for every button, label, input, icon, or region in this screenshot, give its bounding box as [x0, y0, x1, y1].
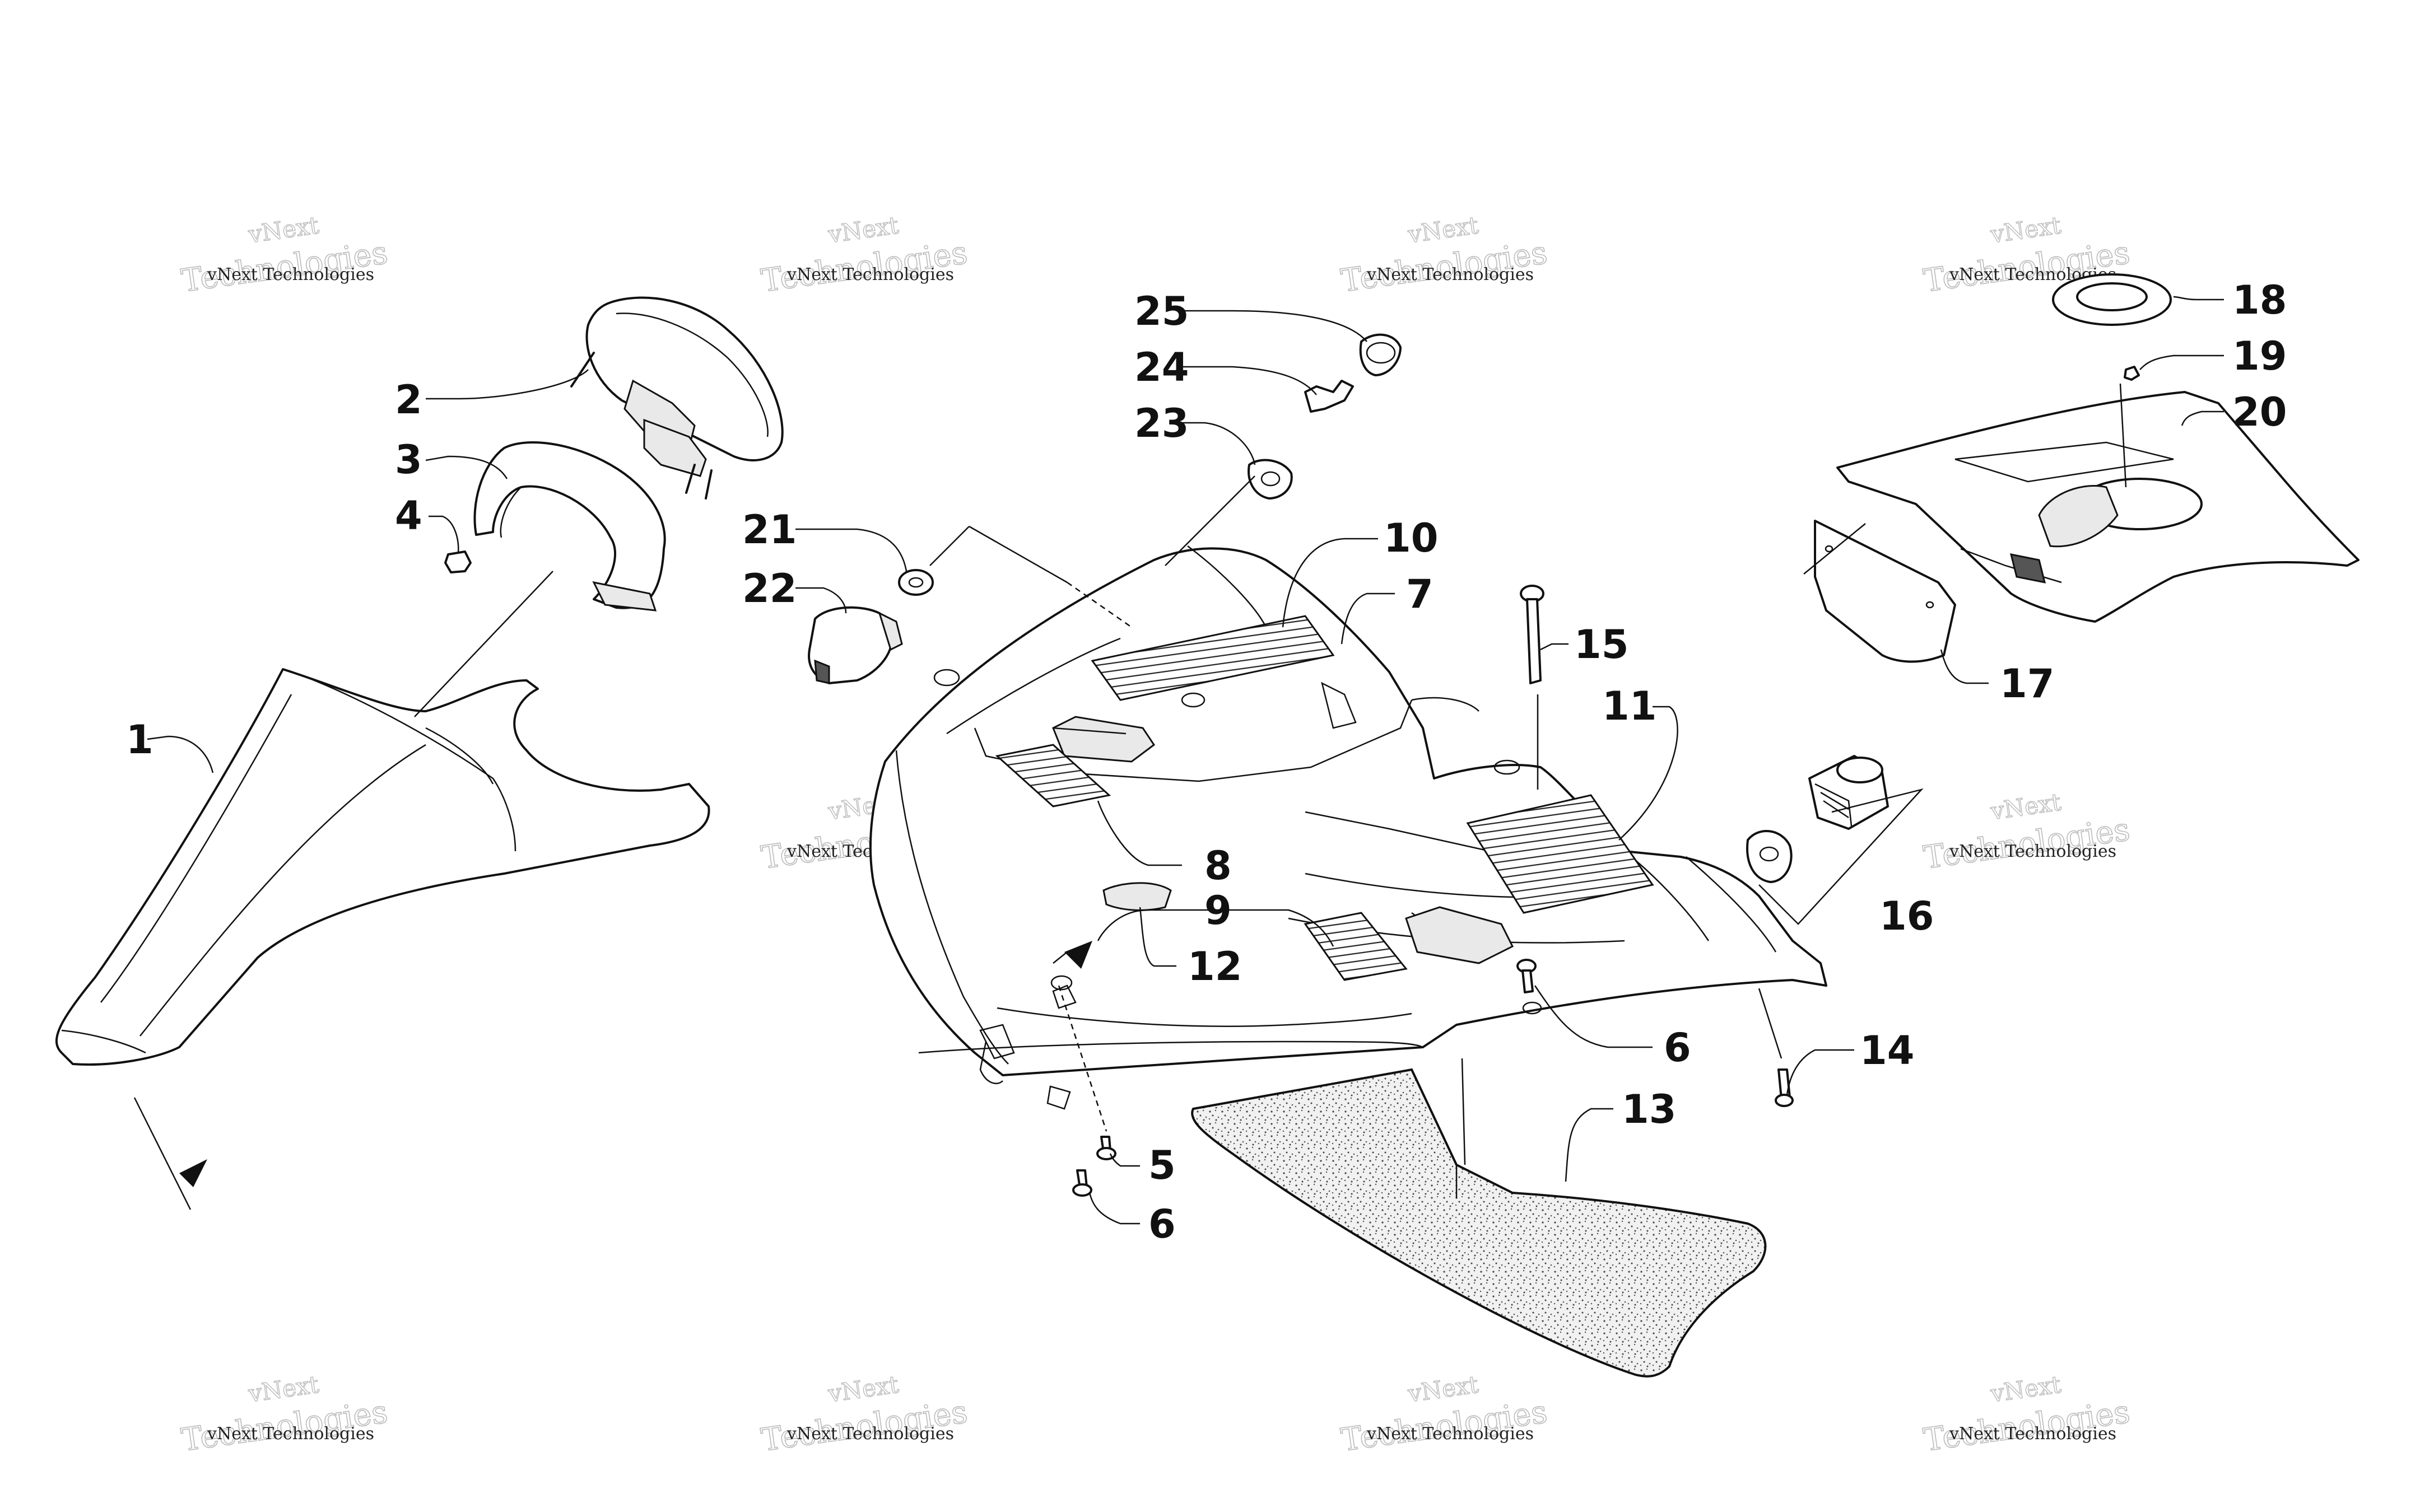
callout-5: 5 [1148, 1142, 1176, 1188]
callout-leaders [147, 296, 2224, 1225]
watermark-vnext: vNext [246, 211, 321, 248]
watermark-vnext: vNext [826, 1370, 901, 1407]
part-19-fastener [2124, 366, 2140, 381]
callout-20: 20 [2232, 389, 2287, 435]
watermark-vnext: vNext [1989, 211, 2063, 248]
part-23-nut [1248, 459, 1293, 500]
part-17-panel [1814, 520, 1956, 663]
part-1-front-hood [55, 668, 710, 1066]
callout-22: 22 [742, 566, 797, 612]
callout-11: 11 [1602, 683, 1656, 729]
part-6-screw-bottom [1072, 1169, 1092, 1197]
watermark-small-text: vNext Technologies [1949, 1424, 2116, 1444]
callout-12: 12 [1188, 944, 1242, 990]
callout-labels: 1 2 3 4 5 6 6 7 8 9 10 11 12 13 14 15 16… [126, 277, 2287, 1247]
callout-14: 14 [1860, 1028, 1914, 1074]
callout-21: 21 [742, 507, 797, 553]
assembly-lines [133, 383, 2127, 1210]
watermark-small-text: vNext Technologies [787, 1424, 954, 1444]
part-16-outlet-nut [1746, 830, 1793, 883]
part-4-nut [444, 550, 472, 573]
callout-7: 7 [1406, 571, 1434, 617]
part-12-plug [1102, 882, 1172, 911]
part-22-switch [808, 606, 903, 684]
watermark-small-text: vNext Technologies [787, 265, 954, 284]
part-6-screw-right [1516, 959, 1537, 993]
part-14-screw [1775, 1068, 1794, 1107]
part-13-foam-pad [1191, 1068, 1767, 1378]
part-8-decal [995, 744, 1111, 808]
watermark-small-text: vNext Technologies [1366, 1424, 1534, 1444]
callout-19: 19 [2232, 333, 2287, 379]
callout-16: 16 [1879, 893, 1934, 939]
part-10-decal [1091, 615, 1335, 701]
watermark-small-text: vNext Technologies [207, 1424, 374, 1444]
callout-1: 1 [126, 717, 153, 763]
callout-6-right: 6 [1664, 1025, 1691, 1071]
watermark-small-text: vNext Technologies [1366, 265, 1534, 284]
watermark-vnext: vNext [1406, 211, 1481, 248]
callout-15: 15 [1574, 622, 1628, 668]
watermark-small-text: vNext Technologies [1949, 842, 2116, 861]
part-24-key [1304, 380, 1354, 413]
part-18-ring [2052, 273, 2172, 326]
watermark-vnext: vNext [826, 211, 901, 248]
callout-4: 4 [395, 493, 422, 539]
callout-23: 23 [1134, 400, 1189, 446]
callout-17: 17 [2000, 661, 2054, 707]
callout-13: 13 [1622, 1086, 1676, 1132]
callout-10: 10 [1384, 515, 1438, 561]
part-9-decal [1304, 912, 1408, 981]
callout-3: 3 [395, 437, 422, 483]
watermark-vnext: vNext [1406, 1370, 1481, 1407]
part-11-decal [1466, 794, 1654, 914]
watermark-vnext: vNext [1989, 1370, 2063, 1407]
callout-9: 9 [1204, 888, 1232, 934]
part-2-gauge [570, 296, 784, 500]
part-21-washer [898, 569, 934, 596]
watermark-vnext: vNext [1989, 788, 2063, 825]
part-16-outlet [1808, 755, 1889, 830]
callout-2: 2 [395, 377, 422, 423]
part-20-cover [1836, 391, 2360, 623]
part-15-bolt [1520, 585, 1544, 684]
callout-25: 25 [1134, 288, 1189, 334]
watermark-vnext: vNext [246, 1370, 321, 1407]
callout-6-bottom: 6 [1148, 1201, 1176, 1247]
callout-18: 18 [2232, 277, 2287, 323]
part-5-screw [1096, 1136, 1116, 1160]
part-3-bracket [473, 441, 666, 612]
callout-8: 8 [1204, 843, 1232, 889]
callout-24: 24 [1134, 344, 1189, 390]
part-25-key-cap [1359, 333, 1402, 376]
watermark-small-text: vNext Technologies [207, 265, 374, 284]
